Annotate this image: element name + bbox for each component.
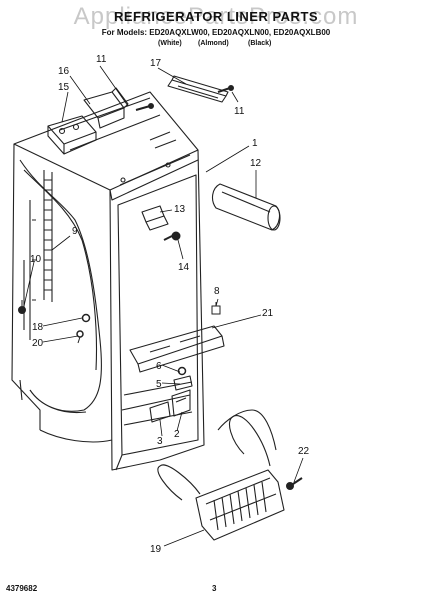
- screw-part-14: [163, 231, 181, 241]
- callout-19: 19: [150, 544, 162, 555]
- model-list: For Models: ED20AQXLW00, ED20AQXLN00, ED…: [101, 28, 331, 37]
- wire-shelf-part-19: [157, 409, 285, 541]
- hook-part-20: [76, 330, 84, 344]
- callout-15: 15: [58, 82, 70, 93]
- color-white: (White): [158, 40, 182, 47]
- plate-part-6: [173, 375, 193, 391]
- callout-3: 3: [157, 436, 163, 447]
- screw-part-22: [286, 477, 303, 490]
- callout-18: 18: [32, 322, 44, 333]
- grommet-part-18: [81, 313, 91, 323]
- bracket-part-16: [83, 87, 129, 129]
- page-number: 3: [212, 584, 217, 593]
- callout-22: 22: [298, 446, 310, 457]
- callout-17: 17: [150, 58, 162, 69]
- washer-part-5: [177, 366, 187, 376]
- shelf-bar-part-21: [129, 325, 225, 373]
- shelf-ladder-part-9: [43, 170, 53, 302]
- callout-6: 6: [156, 361, 162, 372]
- screw-part-11-right: [217, 85, 234, 93]
- clip-part-13: [141, 205, 169, 231]
- callout-9: 9: [72, 226, 78, 237]
- callout-12: 12: [250, 158, 262, 169]
- callout-11-right: 11: [234, 106, 245, 117]
- bracket-part-15: [47, 115, 97, 155]
- color-almond: (Almond): [198, 40, 229, 47]
- color-black: (Black): [248, 40, 272, 47]
- callout-2: 2: [174, 429, 180, 440]
- diagram-title: REFRIGERATOR LINER PARTS: [113, 9, 319, 24]
- callout-13: 13: [174, 204, 186, 215]
- callout-11-top: 11: [96, 54, 107, 65]
- screw-part-11-top: [135, 103, 154, 111]
- callout-5: 5: [156, 379, 162, 390]
- callout-10: 10: [30, 254, 42, 265]
- callout-21: 21: [262, 308, 274, 319]
- callout-20: 20: [32, 338, 44, 349]
- clip-part-8: [211, 302, 221, 315]
- callout-8: 8: [214, 286, 220, 297]
- refrigerator-liner-part-1: [11, 91, 205, 471]
- channel-part-12: [211, 183, 281, 231]
- leader-lines: [23, 65, 304, 547]
- plate-part-2: [171, 389, 191, 417]
- callout-labels: 1 2 3 5 6 8 9 10 11 11 12 13 14 15 16 17…: [30, 54, 310, 555]
- top-rail-part-17: [167, 75, 229, 103]
- document-number: 4379682: [6, 584, 38, 593]
- callout-16: 16: [58, 66, 70, 77]
- plate-part-3: [149, 401, 171, 423]
- screw-part-10: [18, 300, 26, 314]
- callout-14: 14: [178, 262, 190, 273]
- callout-1: 1: [252, 138, 258, 149]
- watermark: AppliancePartsPros.com: [73, 3, 359, 30]
